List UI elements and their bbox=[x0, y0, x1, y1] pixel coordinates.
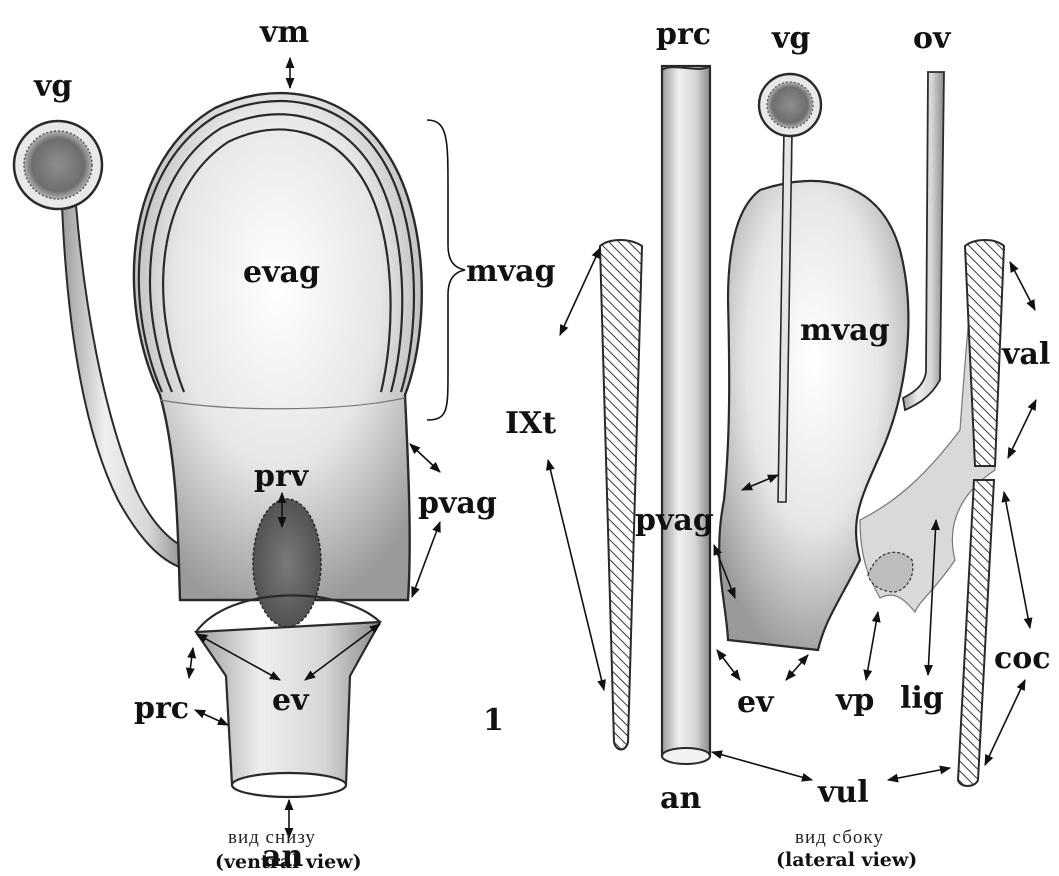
ninth-tergite-left bbox=[600, 240, 642, 750]
label-prc: prc bbox=[134, 691, 189, 726]
label-prc-lateral: prc bbox=[656, 17, 711, 52]
label-pvag: pvag bbox=[418, 486, 497, 521]
label-vg: vg bbox=[33, 69, 72, 104]
label-lig: lig bbox=[900, 681, 944, 716]
label-ev: ev bbox=[272, 683, 310, 718]
caption-ventral-ru: вид снизу bbox=[228, 827, 316, 848]
label-an-lateral: an bbox=[660, 781, 701, 816]
label-vp: vp bbox=[835, 683, 874, 718]
oviduct bbox=[903, 72, 944, 410]
anus-lateral bbox=[662, 748, 710, 764]
caption-lateral-ru: вид сбоку bbox=[795, 827, 884, 848]
label-mvag-lateral: mvag bbox=[800, 313, 890, 348]
coxocoxal-plate bbox=[958, 480, 994, 786]
label-val: val bbox=[1001, 337, 1050, 372]
caption-ventral-en: (ventral view) bbox=[215, 851, 362, 873]
label-ixt: IXt bbox=[505, 406, 556, 441]
label-vul: vul bbox=[817, 775, 869, 810]
anus bbox=[232, 773, 346, 797]
label-pvag-lateral: pvag bbox=[635, 503, 714, 538]
label-vg-lateral: vg bbox=[771, 21, 810, 56]
label-coc: coc bbox=[994, 641, 1051, 676]
label-mvag: mvag bbox=[466, 254, 556, 289]
captions: вид снизу (ventral view) вид сбоку (late… bbox=[215, 827, 917, 873]
proctodeum-lateral bbox=[662, 66, 710, 756]
figure-number: 1 bbox=[483, 703, 504, 738]
prevaginal-plate bbox=[253, 499, 321, 627]
label-vm: vm bbox=[259, 15, 309, 50]
label-evag: evag bbox=[243, 255, 320, 290]
mvag-brace bbox=[427, 120, 465, 420]
label-ov: ov bbox=[913, 21, 952, 56]
lateral-view-drawing bbox=[600, 66, 1004, 786]
caption-lateral-en: (lateral view) bbox=[776, 849, 917, 871]
label-prv: prv bbox=[254, 459, 310, 494]
ventral-view-drawing bbox=[14, 93, 422, 797]
label-ev-lateral: ev bbox=[737, 685, 775, 720]
